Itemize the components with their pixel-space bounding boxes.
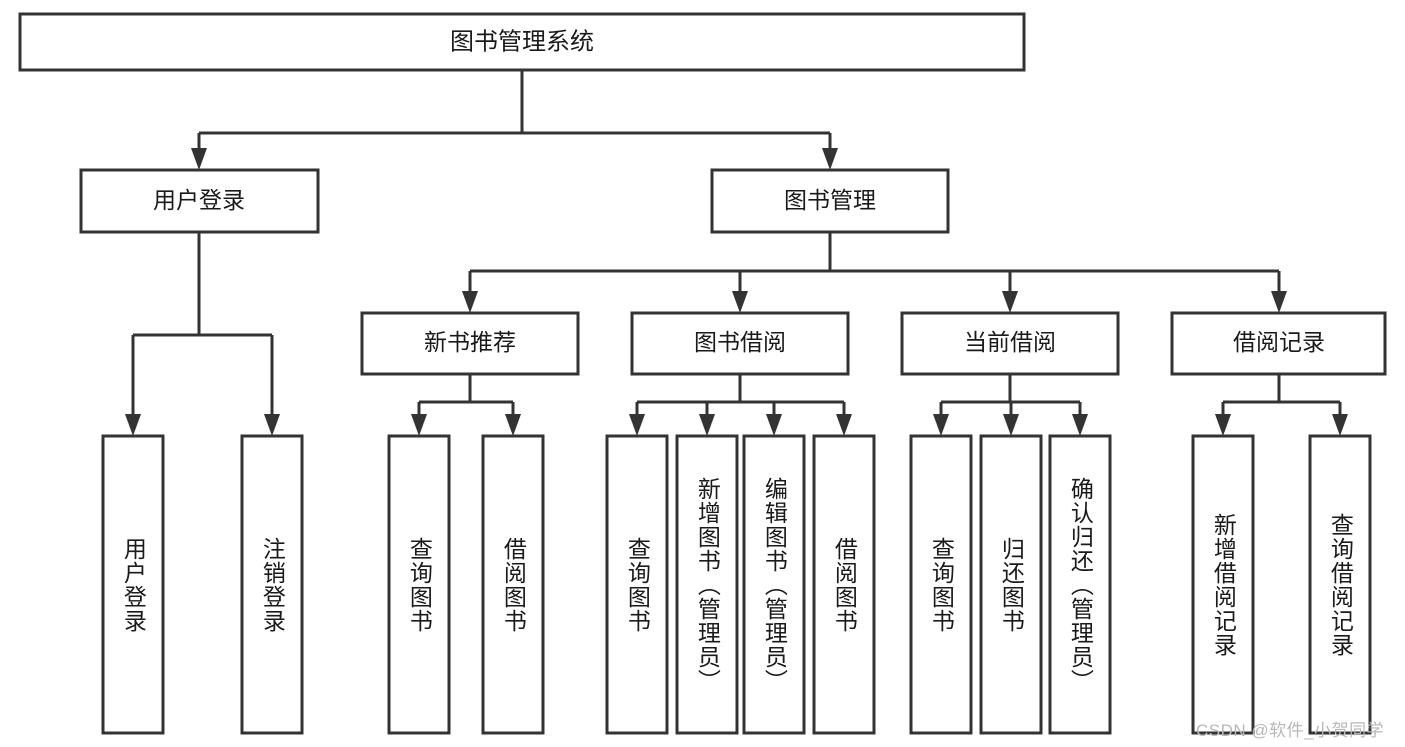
watermark-text: CSDN @软件_小贺同学: [1196, 721, 1385, 740]
node-borrow-record-label: 借阅记录: [1233, 329, 1325, 355]
node-user-login[interactable]: 用户登录: [79, 168, 320, 234]
arrow-l3-2: [732, 291, 748, 313]
node-current-borrow-rect[interactable]: [900, 311, 1120, 376]
node-book-management-label: 图书管理: [784, 187, 876, 213]
arrow-leaf-dqjy-2: [1003, 414, 1019, 436]
arrow-l3-4: [1271, 291, 1287, 313]
node-user-login-label: 用户登录: [153, 187, 245, 213]
node-new-book-recommend-rect[interactable]: [360, 311, 580, 376]
arrow-leaf-tsjy-4: [836, 414, 852, 436]
node-book-borrow-rect[interactable]: [630, 311, 850, 376]
node-borrow-record-rect[interactable]: [1170, 311, 1387, 376]
leaf-logout-rect[interactable]: [240, 434, 304, 735]
arrow-leaf-tsjy-3: [766, 414, 782, 436]
node-book-management[interactable]: 图书管理: [710, 168, 950, 234]
leaf-tsjy-edit-book-rect[interactable]: [742, 434, 806, 735]
arrow-leaf-ul-1: [125, 414, 141, 436]
arrow-leaf-nsj-2: [505, 414, 521, 436]
arrow-l3-1: [462, 291, 478, 313]
leaf-nsj-borrow-book-rect[interactable]: [481, 434, 545, 735]
leaf-tsjy-add-book-rect[interactable]: [675, 434, 739, 735]
arrow-leaf-tsjy-2: [699, 414, 715, 436]
arrow-leaf-tsjy-1: [629, 414, 645, 436]
node-book-borrow-label: 图书借阅: [694, 329, 786, 355]
leaf-jyjl-add-record-rect[interactable]: [1191, 434, 1255, 735]
node-borrow-record[interactable]: 借阅记录: [1170, 311, 1387, 376]
node-root-rect[interactable]: [18, 12, 1026, 72]
arrow-leaf-jyjl-1: [1215, 414, 1231, 436]
leaf-tsjy-query-book-rect[interactable]: [605, 434, 669, 735]
leaf-dqjy-return-book-rect[interactable]: [979, 434, 1043, 735]
leaf-dqjy-confirm-return-rect[interactable]: [1048, 434, 1112, 735]
arrow-leaf-dqjy-3: [1072, 414, 1088, 436]
node-root[interactable]: 图书管理系统: [18, 12, 1026, 72]
leaf-nsj-query-book-rect[interactable]: [387, 434, 451, 735]
node-new-book-recommend[interactable]: 新书推荐: [360, 311, 580, 376]
node-book-management-rect[interactable]: [710, 168, 950, 234]
leaf-tsjy-borrow-book-rect[interactable]: [812, 434, 876, 735]
node-current-borrow-label: 当前借阅: [964, 329, 1056, 355]
connector-group: [125, 70, 1348, 436]
leaf-dqjy-query-book-rect[interactable]: [909, 434, 973, 735]
arrow-leaf-dqjy-1: [933, 414, 949, 436]
arrow-leaf-jyjl-2: [1332, 414, 1348, 436]
arrow-leaf-ul-2: [264, 414, 280, 436]
leaf-jyjl-query-record-rect[interactable]: [1308, 434, 1372, 735]
node-current-borrow[interactable]: 当前借阅: [900, 311, 1120, 376]
node-book-borrow[interactable]: 图书借阅: [630, 311, 850, 376]
arrow-leaf-nsj-1: [411, 414, 427, 436]
arrow-user-login: [191, 148, 207, 170]
arrow-book-mgmt: [822, 148, 838, 170]
node-user-login-rect[interactable]: [79, 168, 320, 234]
node-root-label: 图书管理系统: [450, 28, 594, 55]
arrow-l3-3: [1002, 291, 1018, 313]
leaf-user-login-rect[interactable]: [101, 434, 165, 735]
node-new-book-recommend-label: 新书推荐: [424, 329, 516, 355]
